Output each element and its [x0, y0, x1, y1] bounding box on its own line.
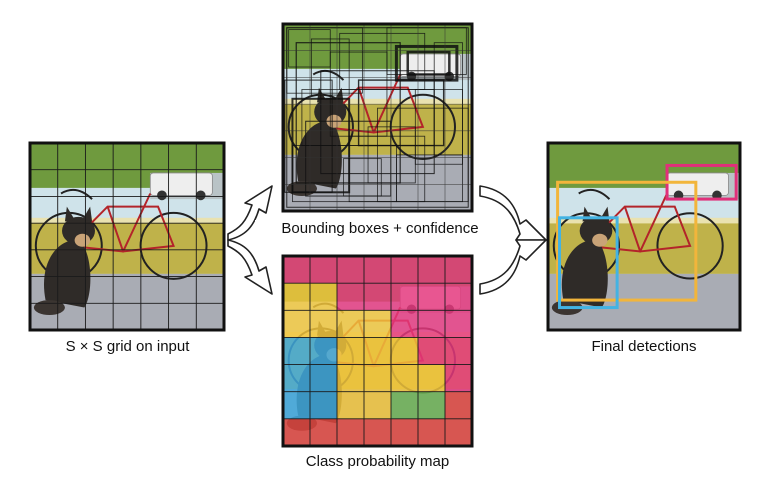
class-cell-blue: [283, 391, 310, 419]
detection-box-dog: [558, 216, 619, 310]
class-cell-green: [418, 391, 445, 419]
bounding-boxes-panel: [283, 24, 472, 211]
detection-box-bicycle: [556, 180, 698, 302]
class-probability-panel: [283, 256, 472, 446]
wall-rail: [30, 217, 224, 224]
class-cell-pink: [445, 256, 472, 284]
class-cell-pink: [445, 364, 472, 392]
wall-rail: [283, 98, 472, 105]
final-detections-caption: Final detections: [591, 338, 697, 355]
input-panel-frame: [28, 141, 226, 332]
bounding-box: [386, 27, 467, 75]
class-cell-red: [445, 418, 472, 446]
bicycle-wheel: [656, 212, 724, 280]
class-probability-caption: Class probability map: [305, 453, 450, 470]
class-cell-red: [283, 418, 310, 446]
class-cell-pink: [445, 283, 472, 311]
final-panel-frame: [546, 141, 742, 332]
class-cell-pink: [364, 256, 391, 284]
class-cell-pink: [337, 256, 364, 284]
class-cell-yellow: [337, 364, 364, 392]
bicycle-handlebar: [578, 188, 611, 200]
bounding-box: [395, 154, 463, 203]
class-cell-yellow: [283, 310, 310, 338]
class-cell-yellow: [391, 337, 418, 365]
final-detections-panel: [548, 143, 740, 330]
class-cell-yellow: [364, 364, 391, 392]
class-cell-red: [391, 418, 418, 446]
class-cell-yellow: [337, 391, 364, 419]
bounding-box: [295, 42, 401, 184]
bounding-boxes-caption: Bounding boxes + confidence: [255, 220, 505, 237]
class-cell-yellow: [391, 364, 418, 392]
dog-body: [43, 239, 91, 308]
bicycle-frame-rear: [586, 193, 668, 253]
class-cell-pink: [445, 337, 472, 365]
bicycle-frame: [68, 205, 175, 253]
class-cell-red: [445, 391, 472, 419]
class-cell-pink: [391, 283, 418, 311]
class-cell-yellow: [283, 283, 310, 311]
class-cell-pink: [364, 283, 391, 311]
class-cell-pink: [418, 310, 445, 338]
class-cell-pink: [418, 256, 445, 284]
dog: [33, 206, 95, 316]
class-cell-yellow: [364, 391, 391, 419]
class-cell-red: [310, 418, 337, 446]
class-cell-green: [391, 391, 418, 419]
class-cell-red: [337, 418, 364, 446]
class-cell-yellow: [337, 310, 364, 338]
car: [149, 172, 213, 196]
class-cell-pink: [283, 256, 310, 284]
bounding-box: [288, 29, 331, 68]
class-cell-yellow: [310, 283, 337, 311]
dog-tail: [33, 300, 65, 316]
class-cell-pink: [418, 283, 445, 311]
dog-snout: [592, 233, 608, 247]
bounding-box: [343, 158, 382, 197]
boxes-panel-frame: [281, 22, 474, 213]
dog-body: [296, 120, 342, 189]
dog-body: [561, 239, 608, 308]
class-cell-blue: [310, 337, 337, 365]
bounding-box: [394, 44, 459, 82]
bicycle-frame: [585, 205, 692, 253]
dog-snout: [74, 233, 91, 247]
dog-ear: [64, 206, 75, 222]
car-wheel: [157, 190, 167, 201]
class-cell-yellow: [418, 364, 445, 392]
class-cell-red: [418, 418, 445, 446]
class-cell-blue: [283, 337, 310, 365]
merge-arrows-icon: [479, 185, 547, 295]
class-cell-red: [364, 418, 391, 446]
split-arrows-icon: [227, 185, 273, 295]
wall-rail: [548, 217, 740, 224]
bounding-box: [286, 27, 363, 94]
class-cell-yellow: [364, 337, 391, 365]
input-grid-caption: S × S grid on input: [65, 338, 190, 355]
class-cell-yellow: [310, 310, 337, 338]
class-cell-pink: [445, 310, 472, 338]
class-cell-pink: [391, 256, 418, 284]
class-cell-pink: [418, 337, 445, 365]
input-image-panel: [30, 143, 224, 330]
class-cell-blue: [283, 364, 310, 392]
class-cell-yellow: [337, 337, 364, 365]
class-cell-blue: [310, 391, 337, 419]
class-panel-frame: [281, 254, 474, 448]
class-cell-pink: [337, 283, 364, 311]
class-cell-pink: [391, 310, 418, 338]
bounding-box: [433, 42, 463, 156]
bounding-box: [329, 51, 388, 137]
car-wheel: [195, 190, 206, 201]
class-cell-yellow: [364, 310, 391, 338]
class-cell-blue: [310, 364, 337, 392]
class-cell-pink: [310, 256, 337, 284]
bicycle-frame-rear: [320, 74, 402, 134]
dog-ear: [82, 206, 93, 222]
